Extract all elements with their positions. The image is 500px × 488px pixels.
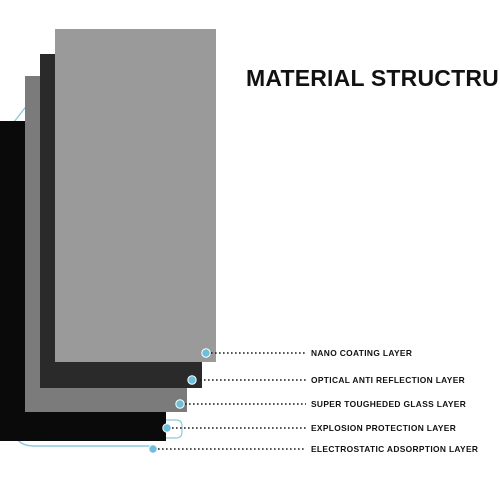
marker-dot-glass [175, 399, 185, 409]
label-nano-coating-layer: NANO COATING LAYER [311, 348, 413, 358]
marker-dot-nano [201, 348, 211, 358]
label-electrostatic-adsorption-layer: ELECTROSTATIC ADSORPTION LAYER [311, 444, 479, 454]
label-explosion-protection-layer: EXPLOSION PROTECTION LAYER [311, 423, 457, 433]
marker-dot-optical [187, 375, 197, 385]
nano-coating-layer-sheet [55, 29, 216, 362]
explosion-layer-outline [22, 419, 183, 439]
label-optical-anti-reflection-layer: OPTICAL ANTI REFLECTION LAYER [311, 375, 466, 385]
label-super-toughened-glass-layer: SUPER TOUGHEDED GLASS LAYER [311, 399, 467, 409]
marker-dot-electrostatic [148, 444, 158, 454]
marker-dot-explosion [162, 423, 172, 433]
diagram-title: MATERIAL STRUCTRUE [246, 65, 500, 91]
